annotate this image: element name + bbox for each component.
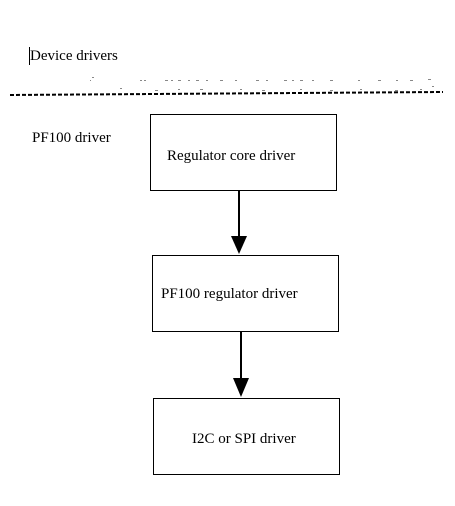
pf100-regulator-driver-box: PF100 regulator driver: [152, 255, 339, 332]
section-label: Device drivers: [30, 48, 118, 64]
driver-group-label: PF100 driver: [32, 130, 111, 146]
separator-line: [9, 91, 444, 96]
i2c-spi-driver-box: I2C or SPI driver: [153, 398, 340, 475]
text-cursor-mark: [29, 47, 30, 65]
arrowhead-down-icon: [233, 378, 249, 397]
box-label: PF100 regulator driver: [161, 286, 298, 302]
regulator-core-driver-box: Regulator core driver: [150, 114, 337, 191]
box-label: I2C or SPI driver: [192, 431, 296, 447]
arrowhead-down-icon: [231, 236, 247, 254]
scan-noise: [90, 77, 434, 91]
box-label: Regulator core driver: [167, 148, 296, 164]
